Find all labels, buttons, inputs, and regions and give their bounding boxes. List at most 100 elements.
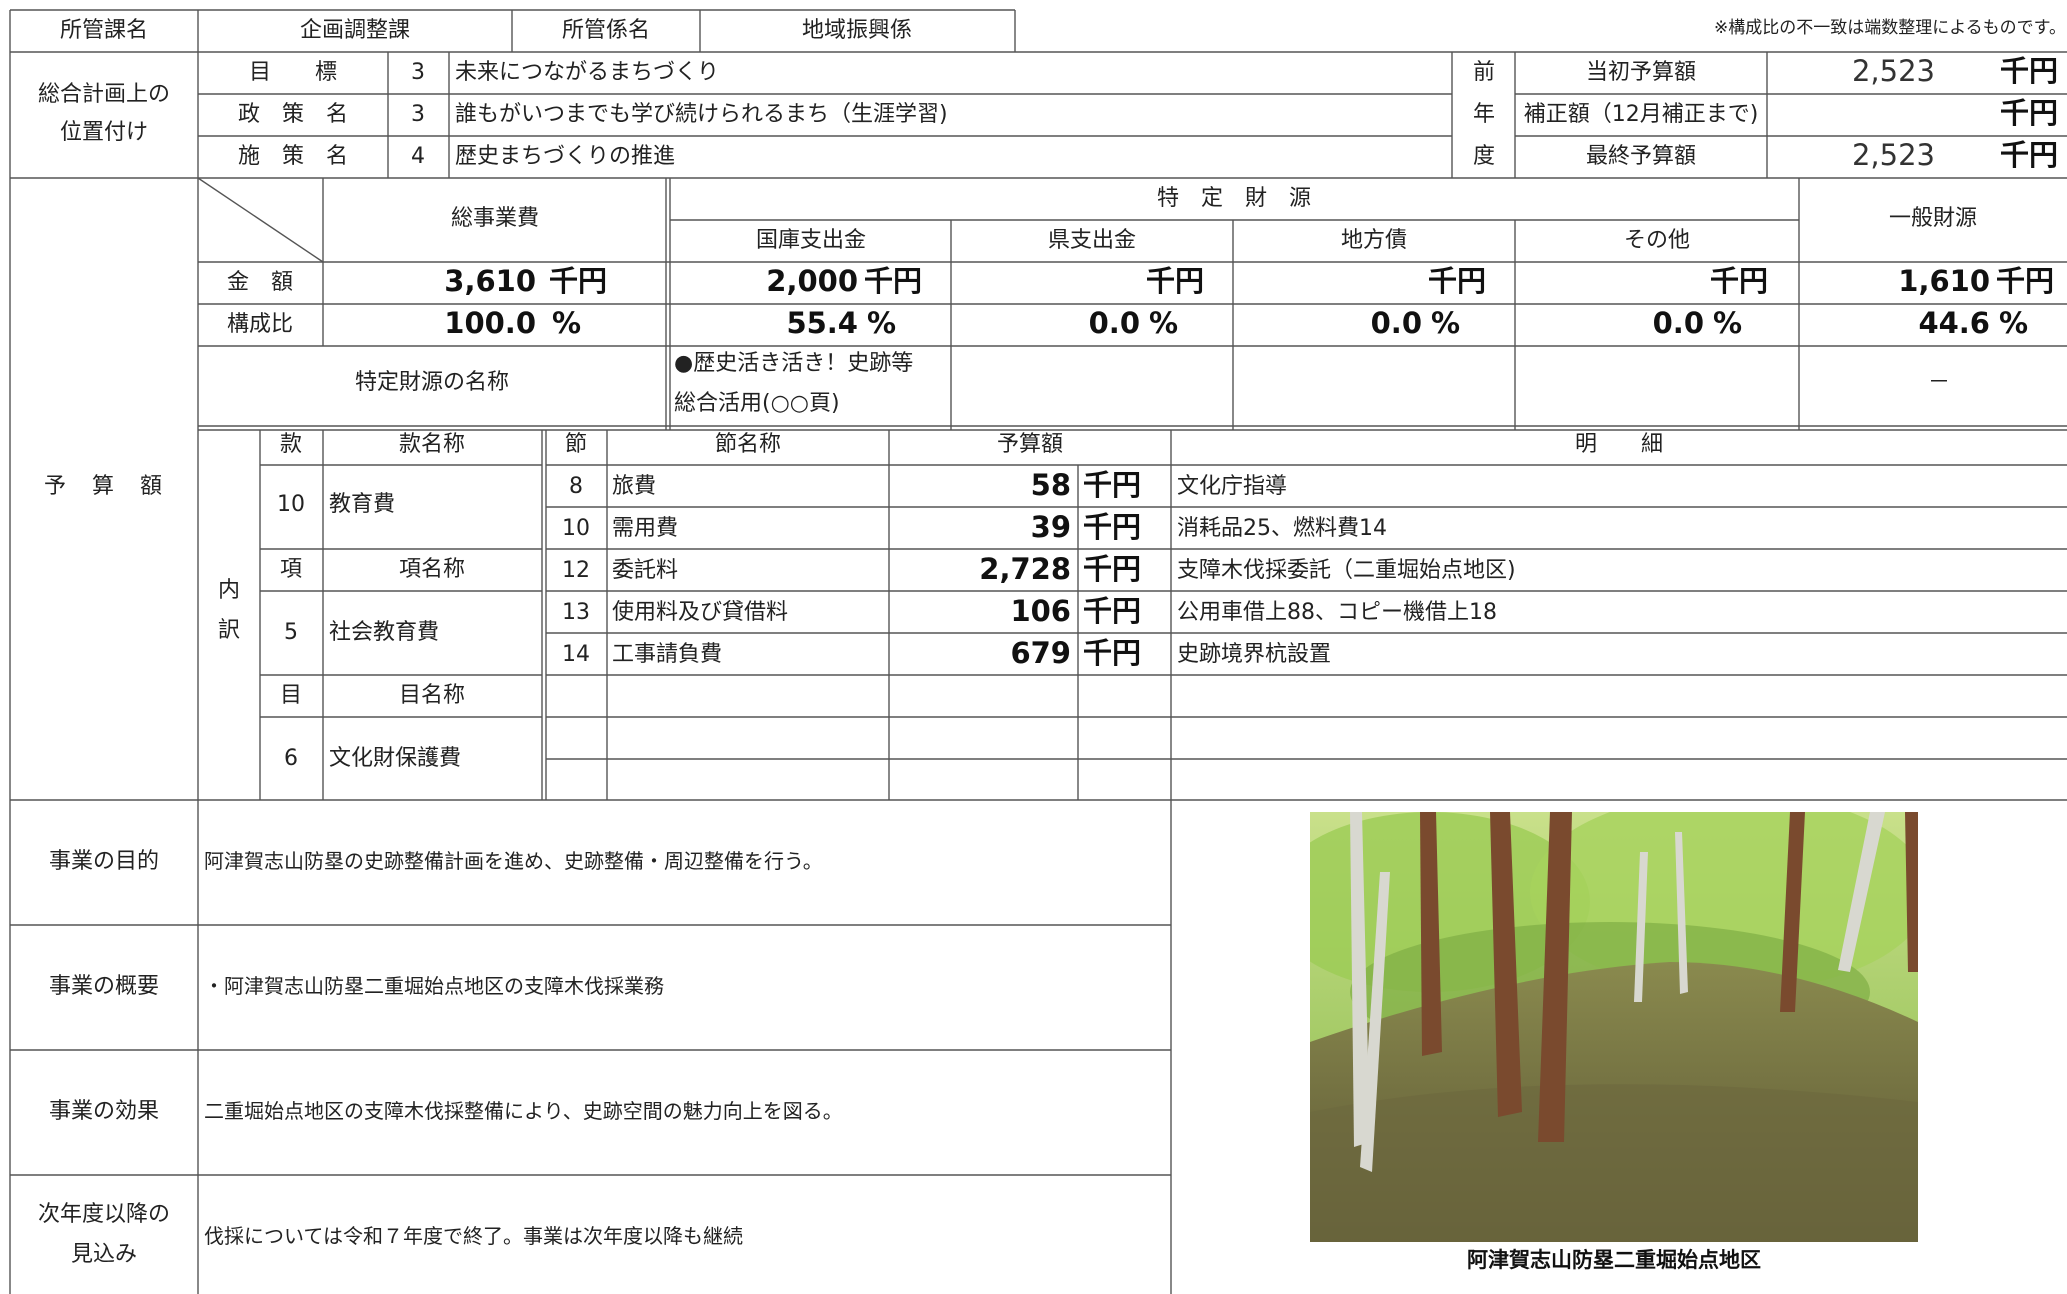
- item-3-no: 12: [562, 558, 590, 583]
- kan-name: 教育費: [329, 492, 396, 517]
- purpose-label: 事業の目的: [48, 849, 160, 874]
- rounding-note: ※構成比の不一致は端数整理によるものです。: [1713, 18, 2066, 38]
- forest-photo-icon: [1310, 812, 1918, 1242]
- plan-measure-num: 4: [411, 144, 425, 169]
- general-source-dash: －: [1927, 370, 1951, 395]
- amount-bond-unit: 千円: [1428, 264, 1487, 298]
- overview-label: 事業の概要: [48, 974, 160, 999]
- ratio-bond-pct: %: [1431, 306, 1461, 340]
- item-5-no: 14: [562, 642, 590, 667]
- item-4-no: 13: [562, 600, 590, 625]
- ratio-other-pct: %: [1713, 306, 1743, 340]
- moku-header: 目: [279, 683, 303, 708]
- supplementary-unit: 千円: [1999, 96, 2058, 130]
- item-1-detail: 文化庁指導: [1177, 474, 1288, 499]
- plan-goal-num: 3: [411, 60, 425, 85]
- kou-header: 項: [279, 557, 303, 582]
- ratio-other: 0.0: [1652, 306, 1704, 340]
- breakdown-char-2: 訳: [217, 618, 241, 643]
- kan-number: 10: [277, 492, 305, 517]
- amount-general-unit: 千円: [1996, 264, 2055, 298]
- dept-value: 企画調整課: [299, 18, 411, 43]
- item-2-amount: 39: [1030, 510, 1071, 544]
- item-1-unit: 千円: [1083, 468, 1142, 502]
- col-other-header: その他: [1623, 228, 1691, 253]
- kou-number: 5: [284, 620, 298, 645]
- moku-number: 6: [284, 746, 298, 771]
- item-3-amount: 2,728: [979, 552, 1071, 586]
- initial-budget-unit: 千円: [1999, 54, 2058, 88]
- item-3-unit: 千円: [1083, 552, 1142, 586]
- item-2-name: 需用費: [612, 516, 679, 541]
- kou-name: 社会教育費: [329, 620, 440, 645]
- item-2-detail: 消耗品25、燃料費14: [1177, 516, 1387, 541]
- item-4-unit: 千円: [1083, 594, 1142, 628]
- item-5-name: 工事請負費: [612, 642, 723, 667]
- ratio-bond: 0.0: [1370, 306, 1422, 340]
- photo-caption: 阿津賀志山防塁二重堀始点地区: [1467, 1248, 1761, 1272]
- plan-goal-label: 目 標: [248, 60, 338, 85]
- col-national-header: 国庫支出金: [755, 228, 867, 253]
- item-2-no: 10: [562, 516, 590, 541]
- moku-name: 文化財保護費: [329, 746, 462, 771]
- amount-other-unit: 千円: [1710, 264, 1769, 298]
- prev-year-char-3: 度: [1472, 144, 1496, 169]
- overview-text: ・阿津賀志山防塁二重堀始点地区の支障木伐採業務: [204, 974, 664, 998]
- dept-label: 所管課名: [59, 18, 149, 43]
- moku-name-header: 目名称: [398, 683, 466, 708]
- item-5-amount: 679: [1010, 636, 1071, 670]
- amount-national: 2,000: [766, 264, 858, 298]
- setsu-header: 節: [564, 432, 588, 457]
- initial-budget-label: 当初予算額: [1585, 60, 1697, 85]
- plan-policy-text: 誰もがいつまでも学び続けられるまち（生涯学習): [455, 102, 948, 127]
- plan-policy-label: 政 策 名: [237, 102, 349, 127]
- amount-national-unit: 千円: [864, 264, 923, 298]
- final-budget-label: 最終予算額: [1585, 144, 1697, 169]
- budget-section-label: 予 算 額: [43, 474, 165, 499]
- source-name-label: 特定財源の名称: [354, 370, 510, 395]
- ratio-prefecture-pct: %: [1149, 306, 1179, 340]
- amount-header: 予算額: [996, 432, 1064, 457]
- item-3-name: 委託料: [612, 558, 679, 583]
- outlook-label-line1: 次年度以降の: [37, 1202, 171, 1227]
- ratio-total-pct: %: [552, 306, 582, 340]
- item-2-unit: 千円: [1083, 510, 1142, 544]
- amount-prefecture-unit: 千円: [1146, 264, 1205, 298]
- detail-header: 明 細: [1574, 432, 1664, 457]
- ratio-general: 44.6: [1918, 306, 1990, 340]
- effect-label: 事業の効果: [48, 1099, 160, 1124]
- outlook-label-line2: 見込み: [70, 1242, 138, 1267]
- amount-row-label: 金 額: [226, 270, 294, 295]
- total-cost-header: 総事業費: [450, 206, 540, 231]
- source-name-line2: 総合活用(○○頁): [674, 391, 840, 416]
- initial-budget-value: 2,523: [1851, 54, 1935, 88]
- purpose-text: 阿津賀志山防塁の史跡整備計画を進め、史跡整備・周辺整備を行う。: [204, 849, 823, 873]
- amount-total: 3,610: [444, 264, 536, 298]
- item-1-no: 8: [569, 474, 583, 499]
- general-source-header: 一般財源: [1888, 206, 1978, 231]
- ratio-national-pct: %: [867, 306, 897, 340]
- breakdown-char-1: 内: [217, 578, 241, 603]
- prev-year-char-2: 年: [1472, 102, 1496, 127]
- item-1-name: 旅費: [612, 474, 657, 499]
- setsu-name-header: 節名称: [714, 432, 782, 457]
- item-4-detail: 公用車借上88、コピー機借上18: [1177, 600, 1497, 625]
- specific-source-header: 特 定 財 源: [1156, 186, 1312, 211]
- effect-text: 二重堀始点地区の支障木伐採整備により、史跡空間の魅力向上を図る。: [204, 1099, 843, 1123]
- prev-year-char-1: 前: [1472, 60, 1496, 85]
- amount-general: 1,610: [1898, 264, 1990, 298]
- ratio-general-pct: %: [1999, 306, 2029, 340]
- plan-measure-label: 施 策 名: [237, 144, 349, 169]
- section-label: 所管係名: [561, 18, 651, 43]
- col-bond-header: 地方債: [1340, 228, 1408, 253]
- item-4-name: 使用料及び貸借料: [612, 600, 789, 625]
- amount-total-unit: 千円: [549, 264, 608, 298]
- item-3-detail: 支障木伐採委託（二重堀始点地区): [1177, 558, 1516, 583]
- section-value: 地域振興係: [801, 18, 913, 43]
- plan-measure-text: 歴史まちづくりの推進: [455, 144, 676, 169]
- kan-header: 款: [279, 432, 303, 457]
- plan-policy-num: 3: [411, 102, 425, 127]
- item-5-unit: 千円: [1083, 636, 1142, 670]
- item-1-amount: 58: [1030, 468, 1071, 502]
